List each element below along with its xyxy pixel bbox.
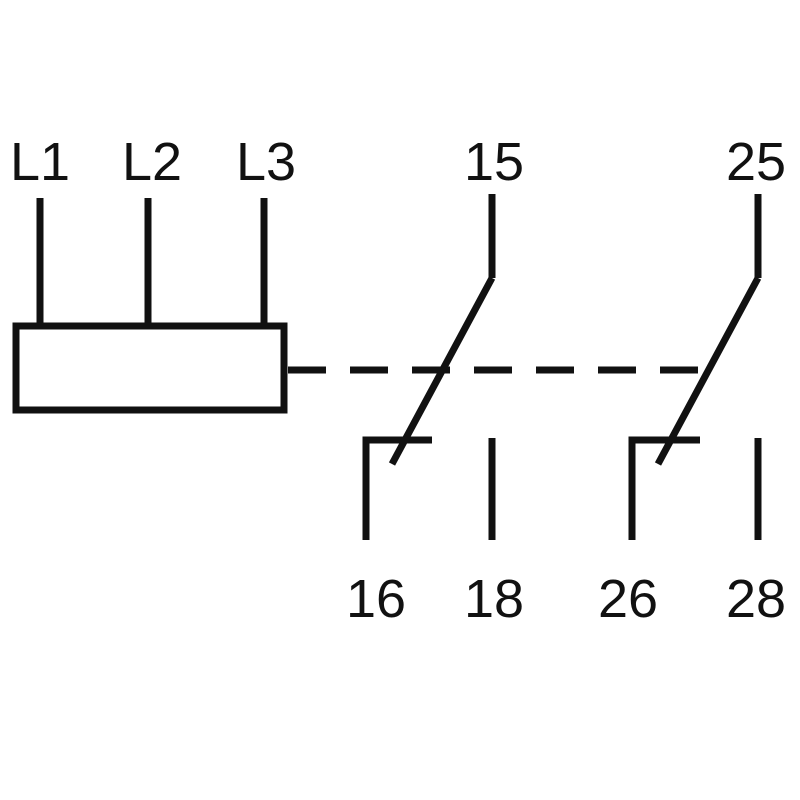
terminal-label-l3: L3 xyxy=(236,132,296,192)
contact-2-switch-arm xyxy=(654,276,762,466)
terminal-label-18: 18 xyxy=(464,569,524,629)
contact-1-switch-arm xyxy=(388,276,496,466)
terminal-label-25: 25 xyxy=(726,132,786,192)
relay-coil-box xyxy=(12,322,288,414)
terminal-label-26: 26 xyxy=(598,569,658,629)
contact-16-lead xyxy=(362,436,432,540)
terminal-label-15: 15 xyxy=(464,132,524,192)
contact-26-lead xyxy=(628,436,700,540)
terminal-label-28: 28 xyxy=(726,569,786,629)
terminal-label-l2: L2 xyxy=(122,132,182,192)
terminal-label-l1: L1 xyxy=(10,132,70,192)
terminal-label-16: 16 xyxy=(346,569,406,629)
